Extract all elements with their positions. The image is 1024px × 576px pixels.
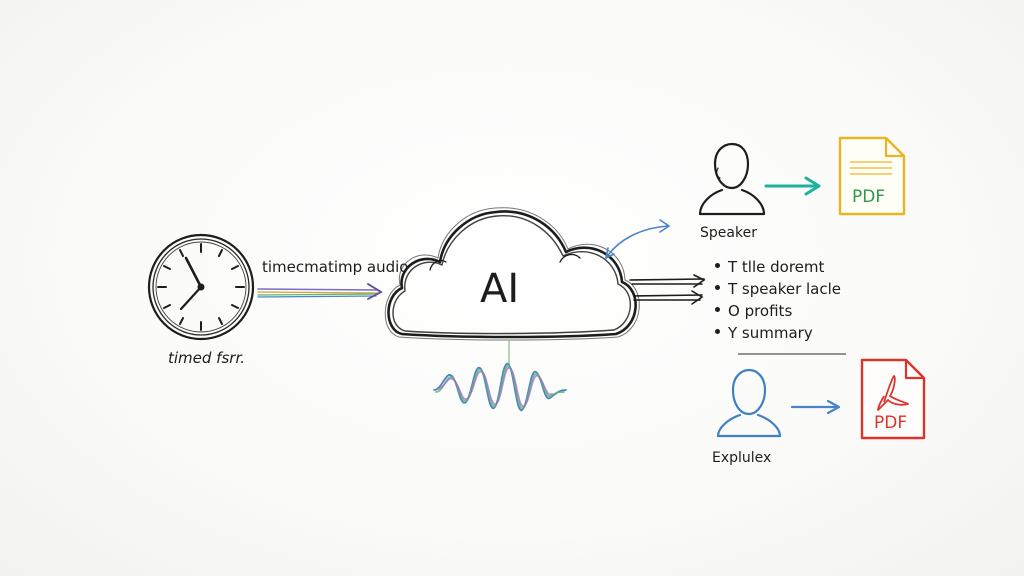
cloud-icon (384, 207, 640, 341)
bullet-icon (715, 263, 720, 268)
list-item: T tlle doremt (715, 256, 841, 278)
list-item: Y summary (715, 322, 841, 344)
pdf-label-explainer: PDF (874, 413, 907, 433)
pdf-file-icon (838, 136, 906, 216)
clock-label: timed fsrr. (168, 349, 245, 367)
bullet-icon (715, 285, 720, 290)
list-item-text: Y summary (728, 324, 813, 342)
input-arrow (257, 283, 383, 300)
speaker-label: Speaker (700, 225, 757, 241)
pdf-label-speaker: PDF (852, 187, 885, 207)
waveform-icon (433, 339, 567, 411)
ai-label: AI (480, 266, 519, 312)
list-item-text: T tlle doremt (728, 258, 825, 276)
pdf-acrobat-icon (860, 358, 926, 440)
list-item: O profits (715, 300, 841, 322)
explainer-label: Explulex (712, 450, 772, 466)
bullet-icon (715, 329, 720, 334)
output-arrow (629, 274, 706, 305)
speaker-person-icon (698, 142, 766, 216)
speaker-arrow (764, 176, 821, 196)
feedback-arrow (605, 219, 671, 259)
clock-icon (147, 233, 255, 341)
list-item: T speaker lacle (715, 278, 841, 300)
list-item-text: O profits (728, 302, 793, 320)
output-bullet-list: T tlle doremt T speaker lacle O profits … (715, 256, 841, 344)
explainer-person-icon (716, 368, 782, 438)
input-audio-label: timecmatimp audio (262, 258, 409, 276)
bullet-icon (715, 307, 720, 312)
list-item-text: T speaker lacle (728, 280, 842, 298)
explainer-arrow (790, 399, 841, 415)
